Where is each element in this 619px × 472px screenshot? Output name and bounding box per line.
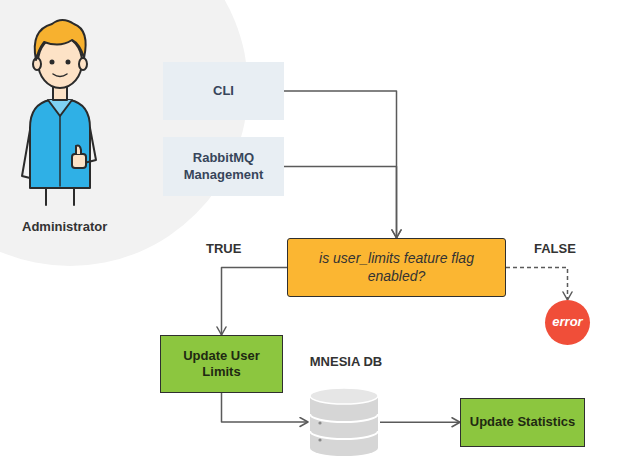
edge-label: TRUE <box>204 241 243 256</box>
node-text: Update Statistics <box>470 414 575 430</box>
decision-box: is user_limits feature flag enabled? <box>287 238 506 297</box>
connector <box>506 268 568 301</box>
error-circle: error <box>545 300 590 345</box>
node-text: Update User Limits <box>169 348 274 381</box>
connector <box>284 167 397 239</box>
node-text: CLI <box>213 83 234 99</box>
database: MNESIA DB <box>300 354 392 460</box>
node-text: RabbitMQ Management <box>171 150 276 183</box>
connector <box>380 422 460 424</box>
node-text: is user_limits feature flag enabled? <box>298 250 495 285</box>
database-cylinder <box>308 386 380 458</box>
figure-label: Administrator <box>22 219 107 234</box>
edge-label: FALSE <box>532 241 578 256</box>
connector <box>222 268 288 336</box>
connector <box>284 91 397 238</box>
connector <box>222 393 309 422</box>
input-box: RabbitMQ Management <box>163 137 284 196</box>
input-box: CLI <box>163 62 284 120</box>
process-box: Update Statistics <box>460 398 585 447</box>
node-text: error <box>552 314 582 330</box>
administrator-figure <box>22 20 96 205</box>
background-circle <box>0 0 248 266</box>
process-box: Update User Limits <box>160 335 283 393</box>
node-text: MNESIA DB <box>310 354 382 370</box>
